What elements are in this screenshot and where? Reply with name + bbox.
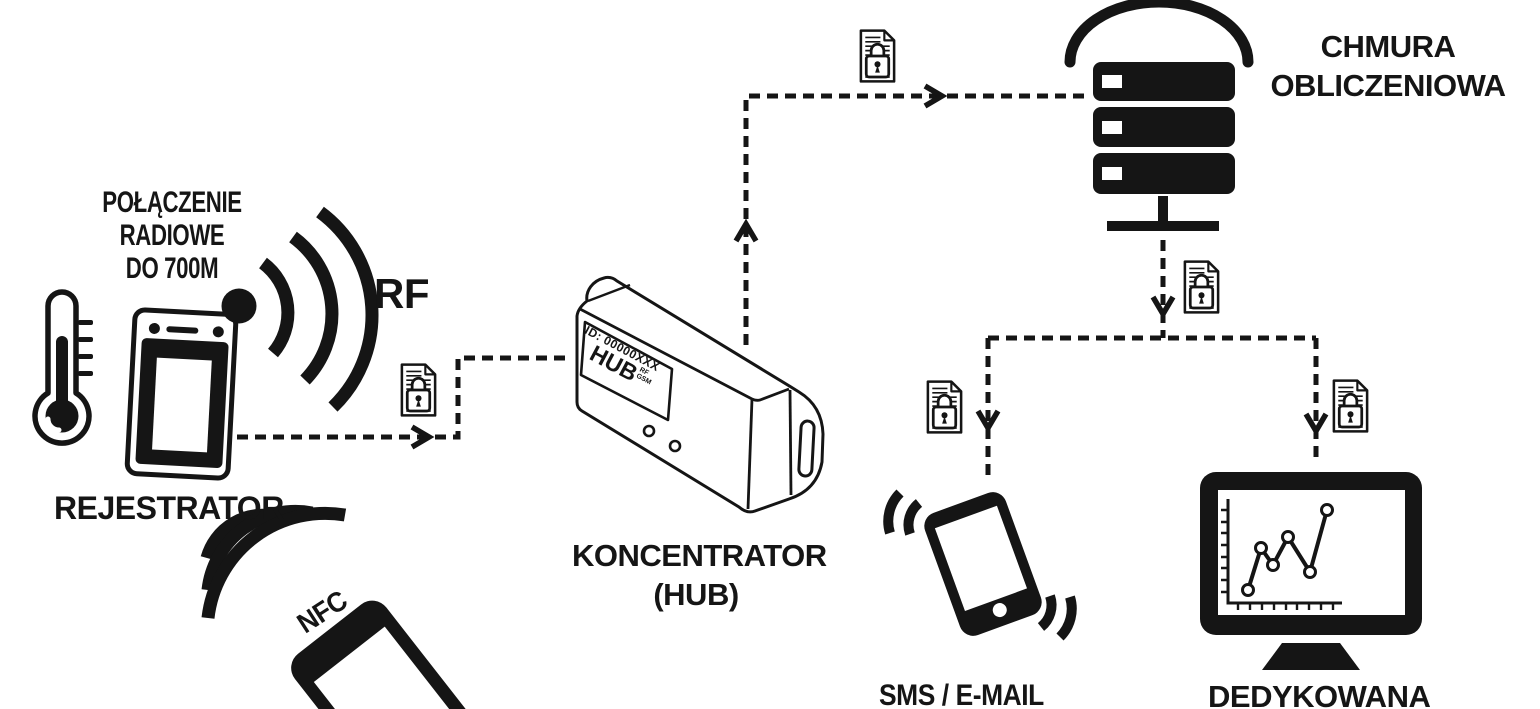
flow-hub-to-cloud: [743, 93, 1088, 345]
monitor-chart-icon: [1200, 472, 1422, 670]
flow-recorder-to-hub: [237, 355, 570, 440]
hub-slot: [797, 419, 816, 478]
hub-label-plate: [579, 320, 674, 422]
nfc-waves-icon: [200, 504, 347, 619]
monitor-stand: [1262, 643, 1360, 670]
flow-cloud-to-split: [985, 240, 1319, 476]
server-stack-icon: [1093, 62, 1235, 231]
cloud-caption: CHMURA OBLICZENIOWA: [1264, 27, 1512, 105]
rf-waves-icon: [258, 206, 379, 412]
vibrating-phone-icon: [883, 489, 1077, 641]
hub-caption: KONCENTRATOR (HUB): [572, 536, 827, 614]
arrow-down-icon: [1303, 412, 1329, 437]
arrow-down-icon: [975, 409, 1001, 434]
hub-caption-line2: (HUB): [653, 577, 739, 612]
arrowheads: [410, 83, 1329, 450]
cloud-caption-line2: OBLICZENIOWA: [1270, 68, 1506, 103]
encrypted-document-icon: [400, 363, 437, 417]
flow-arrow-dashed: [237, 93, 1319, 476]
arrow-right-icon: [410, 424, 435, 450]
encrypted-document-icon: [1183, 260, 1220, 314]
rf-label: RF: [374, 270, 430, 317]
radio-connection-note: POŁĄCZENIE RADIOWE DO 700M: [98, 186, 246, 285]
antenna-ball: [221, 288, 257, 324]
radio-note-line3: DO 700M: [125, 252, 219, 285]
cloud-caption-line1: CHMURA: [1320, 29, 1456, 64]
encrypted-document-icon: [859, 29, 896, 83]
recorder-device-icon: [124, 288, 257, 481]
radio-note-line2: RADIOWE: [119, 219, 225, 252]
cloud-icon: [1064, 0, 1254, 68]
nfc-phone-icon: [291, 600, 482, 709]
hub-caption-line1: KONCENTRATOR: [572, 538, 827, 573]
arrow-right-icon: [923, 83, 948, 109]
radio-note-line1: POŁĄCZENIE: [102, 186, 242, 219]
line-chart: [1221, 499, 1342, 610]
dedicated-app-label: DEDYKOWANA: [1208, 679, 1431, 709]
arrow-down-icon: [1150, 295, 1176, 320]
encrypted-document-icon: [926, 380, 963, 434]
thermometer-icon: [32, 289, 93, 446]
encrypted-document-icon: [1332, 379, 1369, 433]
recorder-label: REJESTRATOR: [54, 490, 284, 526]
arrow-up-icon: [733, 218, 759, 243]
hub-device-icon: [575, 275, 825, 514]
sms-email-label: SMS / E-MAIL: [879, 679, 1044, 709]
